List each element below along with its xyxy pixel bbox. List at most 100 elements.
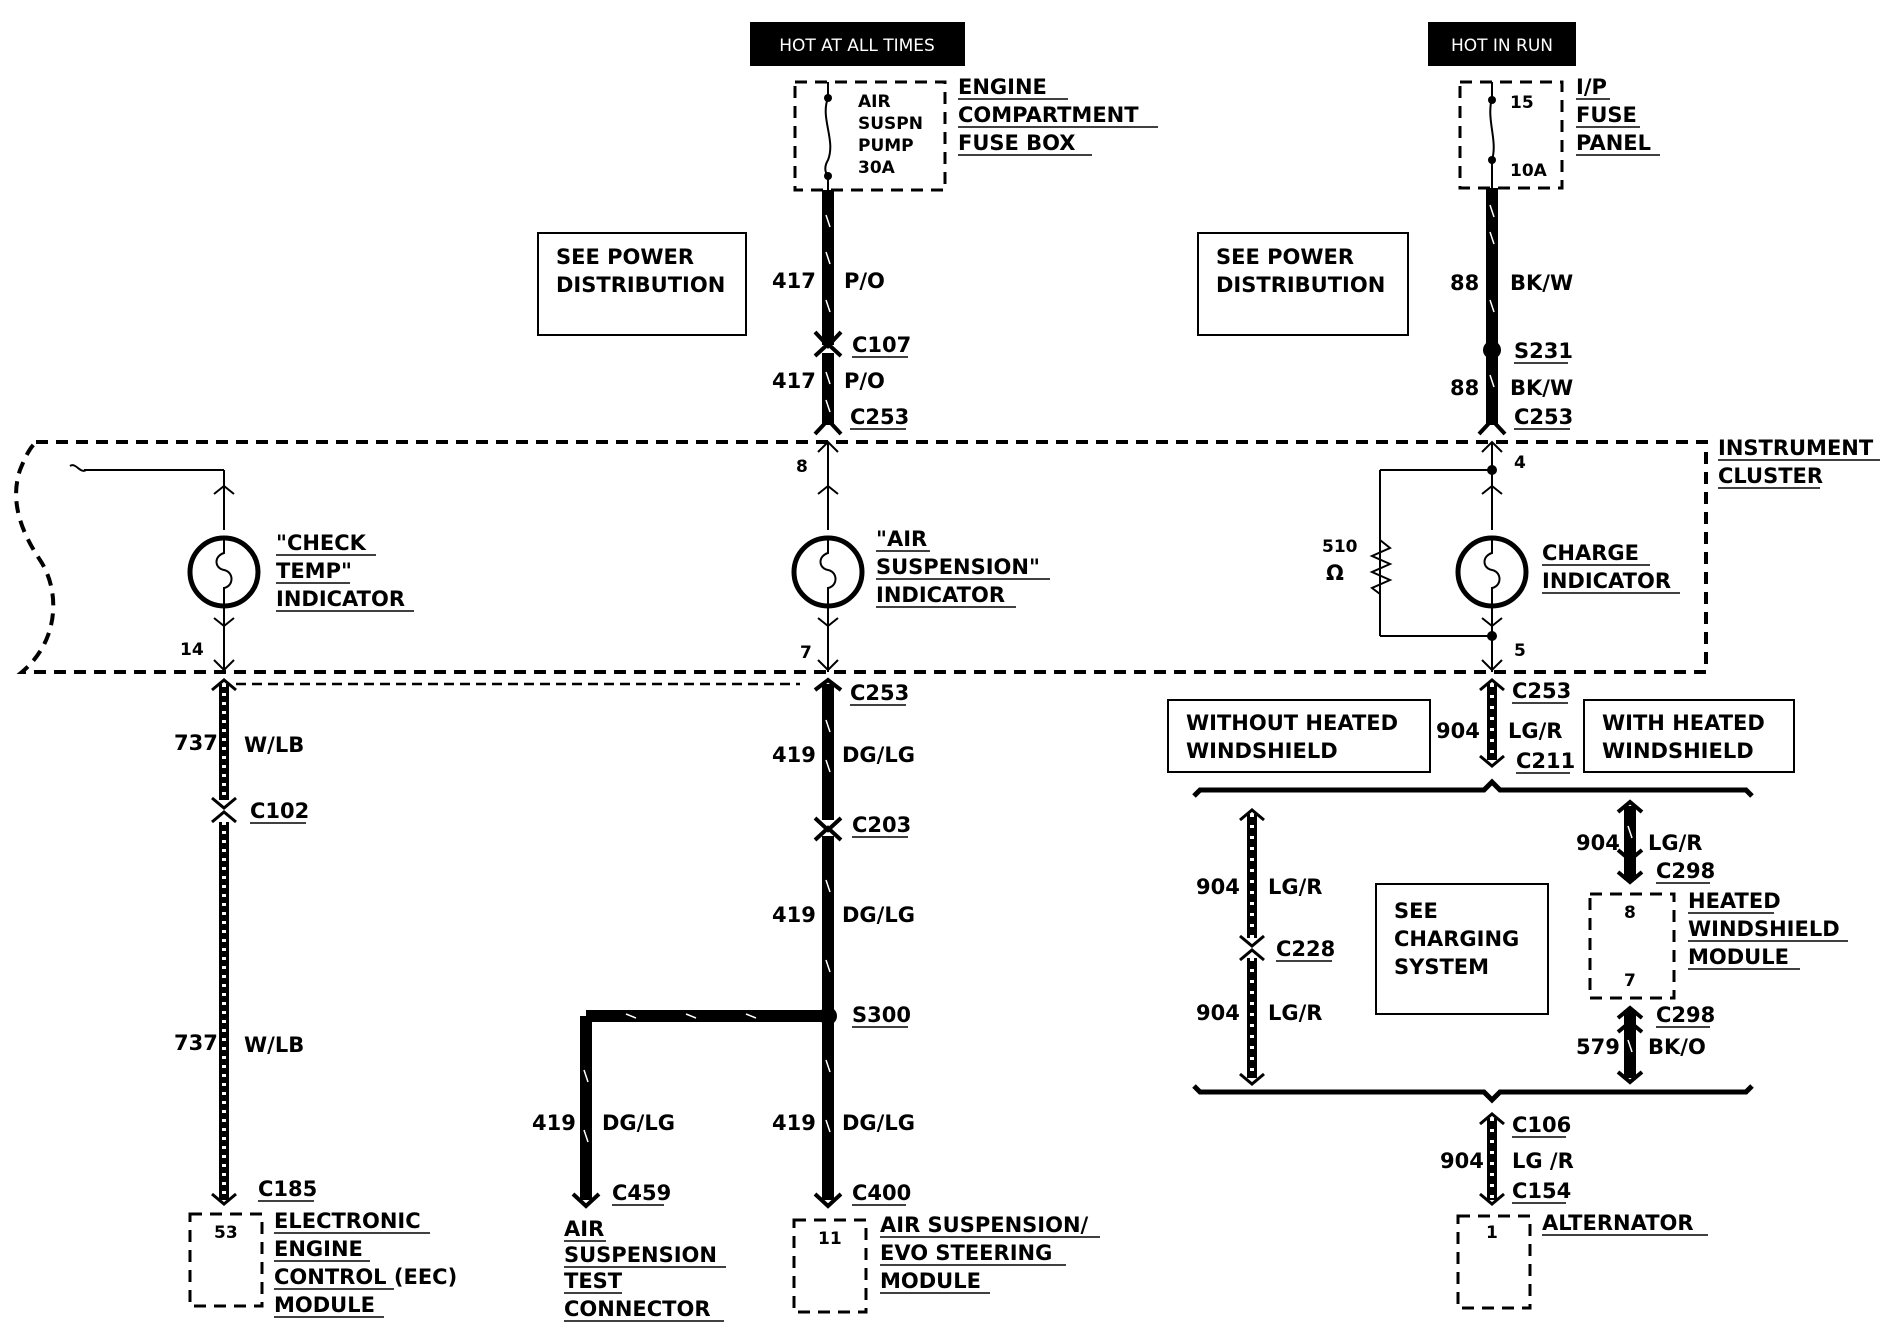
connector-c253-charge-bottom: C253 [1512,679,1571,704]
wire-88a-num: 88 [1450,271,1479,295]
engine-fuse: AIR SUSPN PUMP 30A [793,80,947,192]
connector-c253-air-top: C253 [850,405,909,430]
svg-text:CONTROL (EEC): CONTROL (EEC) [274,1265,457,1289]
svg-text:C102: C102 [250,799,309,823]
wire-417a-num: 417 [772,269,816,293]
svg-text:C106: C106 [1512,1113,1571,1137]
wire-419c-num: 419 [532,1111,576,1135]
wire-737b-color: W/LB [244,1033,304,1057]
evo-module-label: AIR SUSPENSION/ EVO STEERING MODULE [880,1213,1100,1294]
connector-c253-air-bottom: C253 [850,681,909,706]
ip-fuse: 15 10A [1458,80,1564,190]
svg-text:C253: C253 [1514,405,1573,429]
note-see-power-1: SEE POWER DISTRIBUTION [537,232,747,336]
note-see-charging: SEE CHARGING SYSTEM [1375,883,1549,1015]
wire-904e-color: LG /R [1512,1149,1574,1173]
wire-904-alternator [1479,1112,1505,1206]
svg-text:C154: C154 [1512,1179,1571,1203]
svg-text:HEATED: HEATED [1688,889,1781,913]
evo-module: 11 [792,1218,868,1314]
svg-text:C228: C228 [1276,937,1335,961]
wire-904a-num: 904 [1436,719,1480,743]
svg-text:MODULE: MODULE [274,1293,375,1317]
wire-417b-color: P/O [844,369,885,393]
eec-pin: 53 [214,1223,238,1243]
ip-fuse-amp: 10A [1510,161,1548,181]
svg-text:DISTRIBUTION: DISTRIBUTION [556,273,725,297]
svg-text:WINDSHIELD: WINDSHIELD [1688,917,1840,941]
svg-text:SEE POWER: SEE POWER [556,245,694,269]
svg-text:SYSTEM: SYSTEM [1394,955,1489,979]
svg-text:PANEL: PANEL [1576,131,1651,155]
svg-text:"CHECK: "CHECK [276,531,367,555]
svg-text:C107: C107 [852,333,911,357]
connector-c154: C154 [1512,1179,1571,1204]
wire-417a-color: P/O [844,269,885,293]
svg-text:CHARGE: CHARGE [1542,541,1639,565]
svg-text:INDICATOR: INDICATOR [276,587,405,611]
svg-text:SUSPENSION": SUSPENSION" [876,555,1040,579]
svg-text:SEE POWER: SEE POWER [1216,245,1354,269]
svg-text:C298: C298 [1656,859,1715,883]
svg-text:C253: C253 [850,405,909,429]
svg-text:FUSE: FUSE [1576,103,1637,127]
wire-419c-color: DG/LG [602,1111,675,1135]
wire-904b-num: 904 [1196,875,1240,899]
svg-text:MODULE: MODULE [1688,945,1789,969]
wire-579-color: BK/O [1648,1035,1706,1059]
wire-904b-color: LG/R [1268,875,1322,899]
svg-text:MODULE: MODULE [880,1269,981,1293]
wire-419d-color: DG/LG [842,1111,915,1135]
svg-text:C459: C459 [612,1181,671,1205]
wire-579 [1616,1005,1644,1085]
svg-text:INSTRUMENT: INSTRUMENT [1718,436,1874,460]
instrument-cluster-label: INSTRUMENT CLUSTER [1718,436,1880,489]
svg-text:CHARGING: CHARGING [1394,927,1519,951]
fuse-air-line-4: 30A [858,158,896,178]
pin-5: 5 [1514,641,1526,661]
wire-88b-num: 88 [1450,376,1479,400]
heated-pin-8: 8 [1624,903,1636,923]
svg-text:C253: C253 [1512,679,1571,703]
alternator-module: 1 [1456,1214,1532,1310]
note-see-power-2: SEE POWER DISTRIBUTION [1197,232,1409,336]
wire-904a-color: LG/R [1508,719,1562,743]
svg-text:ENGINE: ENGINE [958,75,1047,99]
svg-text:TEMP": TEMP" [276,559,352,583]
connector-c107: C107 [852,333,911,358]
wire-88 [1477,188,1507,436]
svg-text:INDICATOR: INDICATOR [1542,569,1671,593]
pin-8: 8 [796,457,808,477]
charge-label: CHARGE INDICATOR [1542,541,1680,594]
svg-text:CLUSTER: CLUSTER [1718,464,1823,488]
svg-text:C211: C211 [1516,749,1575,773]
resistor-value: 510 [1322,537,1358,557]
alternator-pin: 1 [1486,1223,1498,1243]
wire-88a-color: BK/W [1510,271,1573,295]
charge-indicator [1369,440,1529,672]
svg-text:AIR SUSPENSION/: AIR SUSPENSION/ [880,1213,1089,1237]
svg-text:COMPARTMENT: COMPARTMENT [958,103,1139,127]
wire-419a-num: 419 [772,743,816,767]
svg-text:ELECTRONIC: ELECTRONIC [274,1209,421,1233]
wire-419 [571,677,843,1209]
source-hot-in-run: HOT IN RUN [1428,22,1576,66]
svg-text:SUSPENSION: SUSPENSION [564,1243,717,1267]
resistor-unit: Ω [1326,561,1344,585]
svg-text:DISTRIBUTION: DISTRIBUTION [1216,273,1385,297]
svg-text:C298: C298 [1656,1003,1715,1027]
pin-7: 7 [800,643,812,663]
evo-pin: 11 [818,1229,842,1249]
eec-module: 53 [188,1212,264,1308]
connector-c102: C102 [250,799,309,824]
wire-904-top [1479,678,1505,768]
source-hot-at-all-times-label: HOT AT ALL TIMES [779,36,935,56]
check-temp-label: "CHECK TEMP" INDICATOR [276,531,414,612]
svg-text:WINDSHIELD: WINDSHIELD [1186,739,1338,763]
svg-text:I/P: I/P [1576,75,1607,99]
connector-c211: C211 [1516,749,1575,774]
ip-fuse-panel-label: I/P FUSE PANEL [1576,75,1660,156]
wire-419b-color: DG/LG [842,903,915,927]
wire-904d-color: LG/R [1648,831,1702,855]
svg-text:C400: C400 [852,1181,911,1205]
